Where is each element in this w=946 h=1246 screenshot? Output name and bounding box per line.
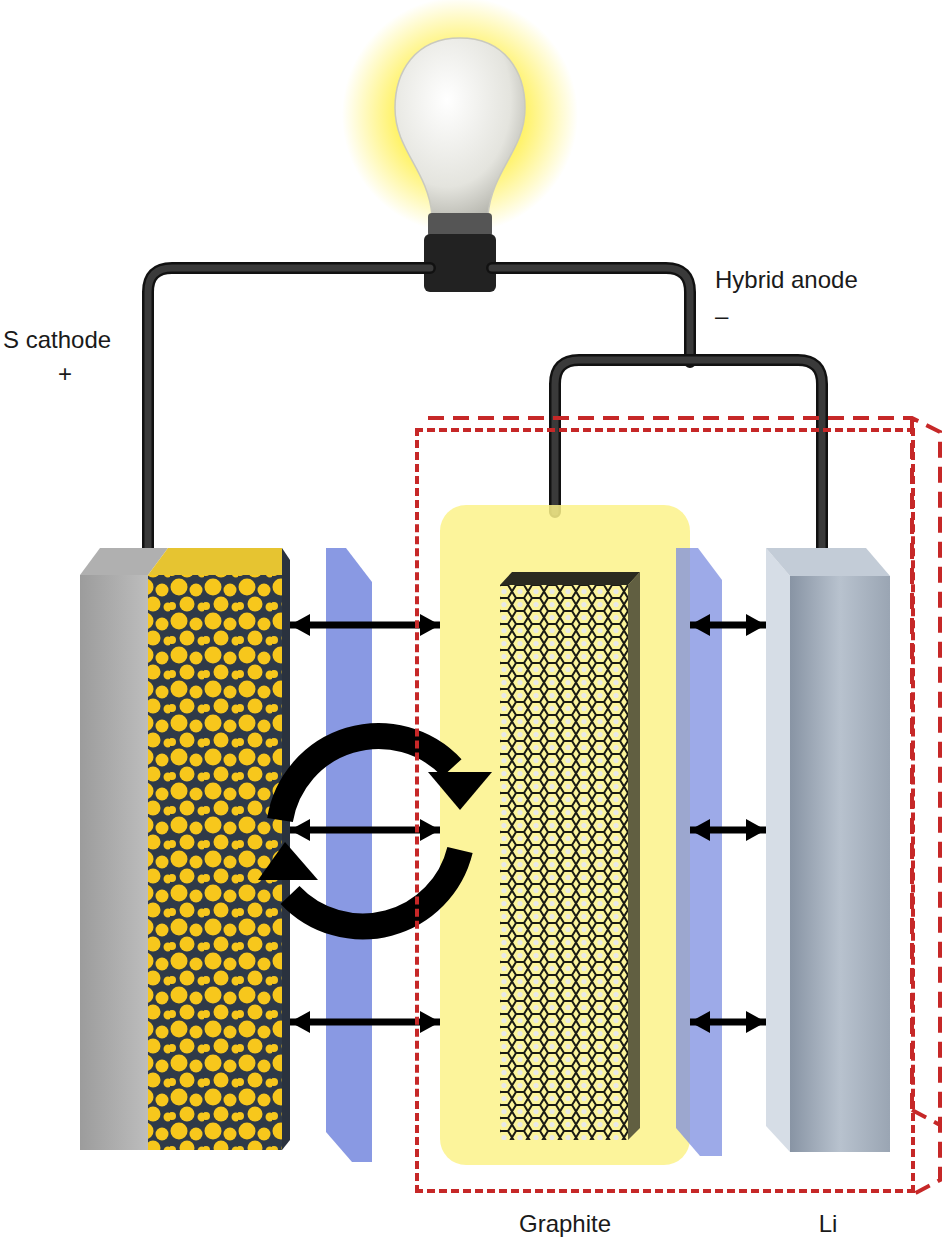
region-outline xyxy=(428,418,940,1195)
ion-flow-arrow xyxy=(690,622,766,629)
graphite-lattice xyxy=(500,585,628,1140)
wire xyxy=(148,268,430,555)
bulb-socket xyxy=(424,234,496,292)
hybrid-anode-region: Hybrid anode–GraphiteLi xyxy=(415,428,915,1193)
wire xyxy=(492,268,690,362)
cycle-head xyxy=(258,842,318,880)
bulb-neck xyxy=(428,213,492,237)
lithium-top xyxy=(766,548,890,576)
cycle-arrows xyxy=(258,736,492,926)
bulb-glow xyxy=(342,0,578,233)
separator xyxy=(676,548,722,1156)
ion-flow-arrow xyxy=(690,827,766,834)
current-collector xyxy=(80,575,148,1150)
lithium-side xyxy=(766,548,790,1152)
wire xyxy=(492,268,690,362)
graphite-node: Graphite xyxy=(440,505,690,1165)
polarity-sign: + xyxy=(58,360,72,388)
electrode-label: S cathode xyxy=(3,326,111,354)
electrolyte xyxy=(440,505,690,1165)
graphite-side xyxy=(628,572,640,1140)
separator xyxy=(326,548,372,1162)
cathode-node: S cathode+ xyxy=(80,548,290,1150)
ion-flow-arrow xyxy=(690,1019,766,1026)
lithium-metal xyxy=(790,576,890,1152)
cathode-top xyxy=(148,548,282,575)
material-label: Graphite xyxy=(440,1210,690,1238)
sulfur-cathode xyxy=(148,575,282,1150)
cycle-arc xyxy=(280,736,452,820)
wire xyxy=(148,268,430,555)
bulb-glass xyxy=(395,38,525,215)
cycle-head xyxy=(428,772,492,810)
lithium-node: Li xyxy=(766,548,890,1152)
cycle-arc xyxy=(290,850,460,926)
graphite-top xyxy=(500,572,640,585)
electrode-label: Hybrid anode xyxy=(715,266,858,294)
polarity-sign: – xyxy=(715,302,728,330)
material-label: Li xyxy=(766,1210,890,1238)
